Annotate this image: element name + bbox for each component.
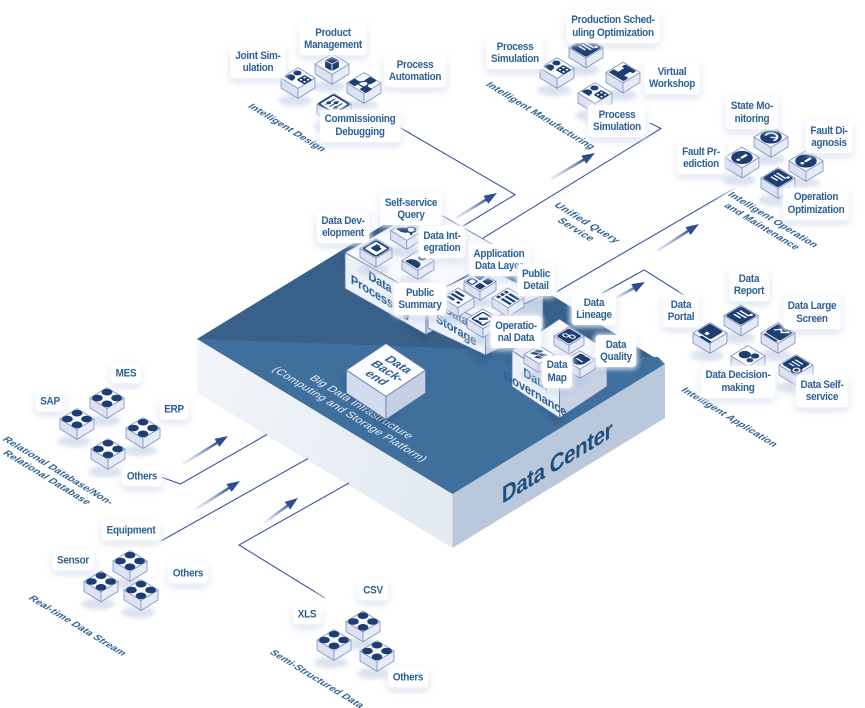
svg-text:Unified QueryService: Unified QueryService <box>540 201 623 252</box>
